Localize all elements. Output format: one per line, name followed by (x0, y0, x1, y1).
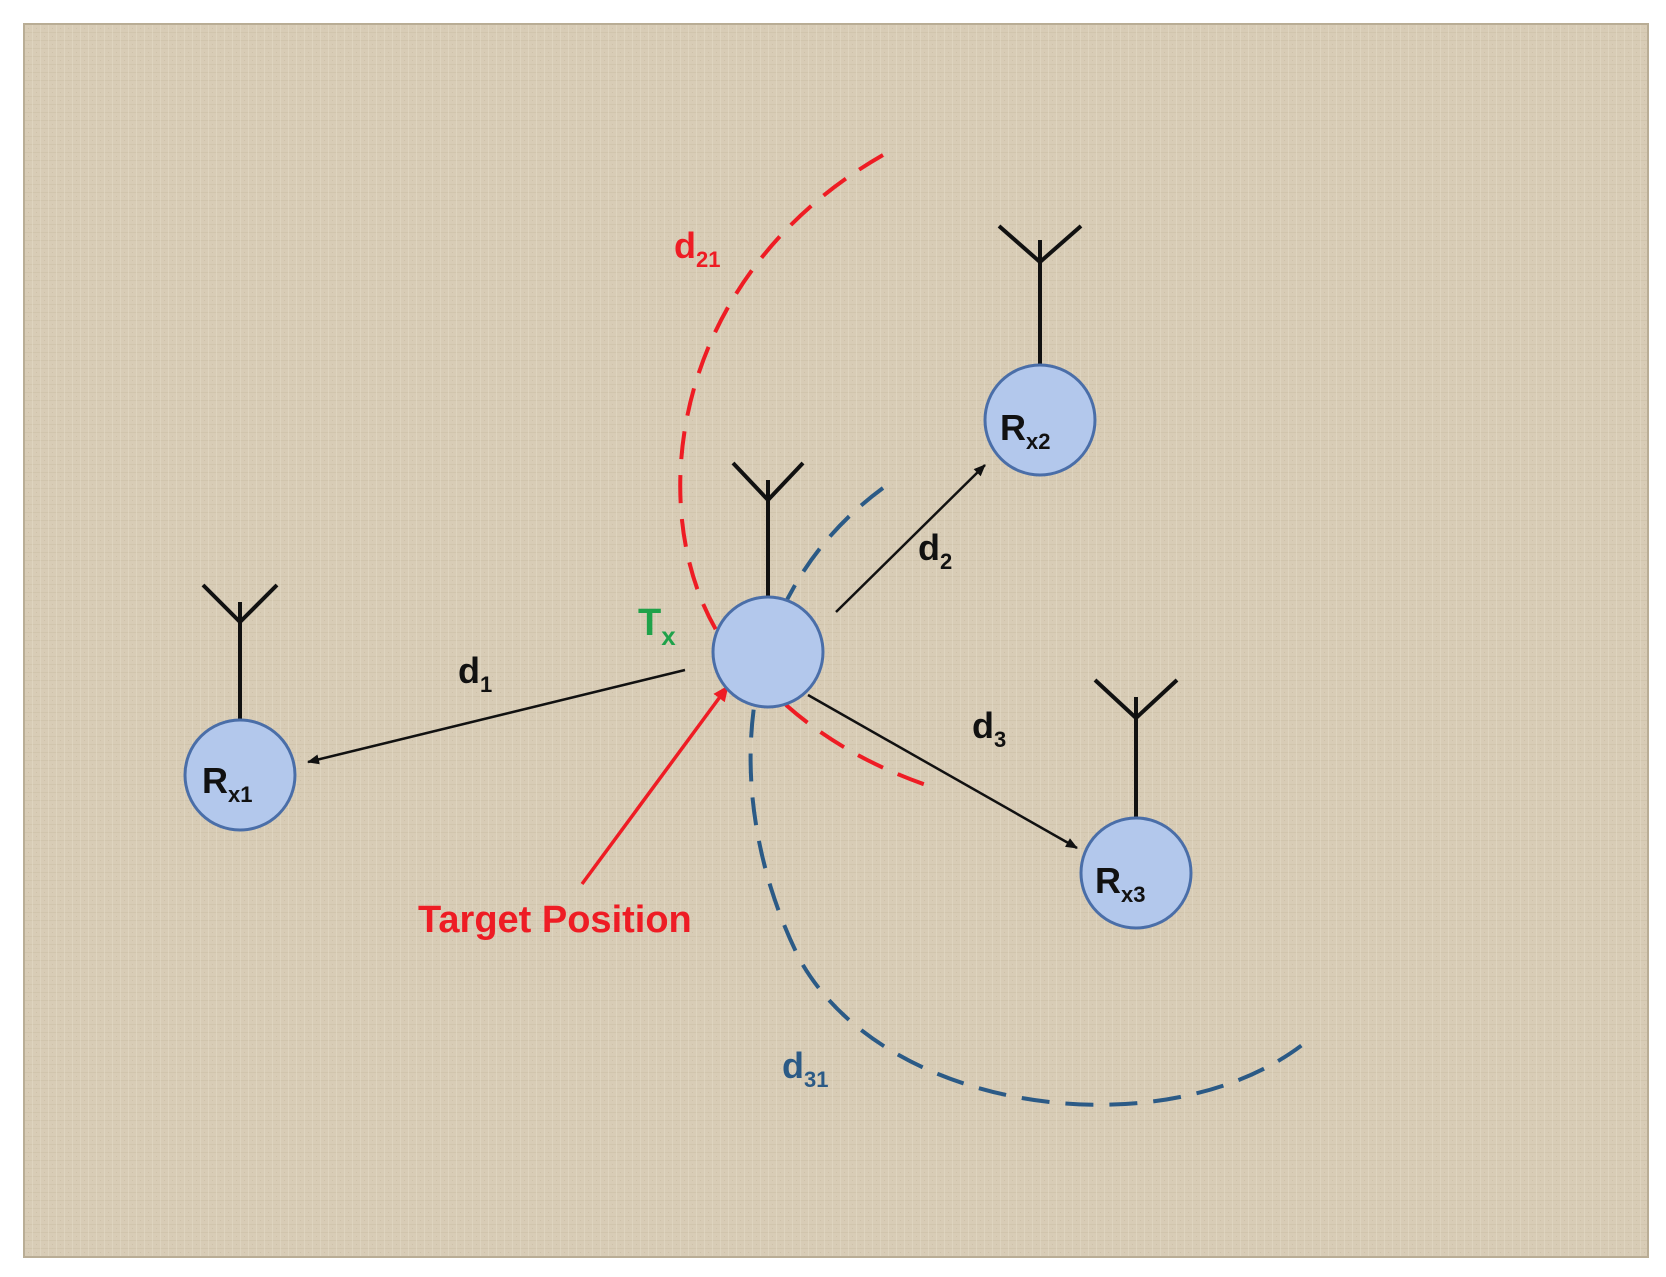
d3-label: d3 (972, 705, 1006, 752)
d2-arrow (835, 464, 986, 613)
rx3-node: Rx3 (1079, 678, 1193, 930)
rx1-label: Rx1 (202, 760, 252, 807)
background-panel (23, 23, 1649, 1258)
rx3-label: Rx3 (1095, 860, 1145, 907)
d1-label: d1 (458, 650, 492, 697)
d3-arrow (807, 693, 1078, 850)
rx2-antenna-icon (997, 224, 1083, 365)
d21-hyperbola-curve (678, 153, 936, 790)
d31-label: d31 (782, 1045, 828, 1092)
d2-label: d2 (918, 527, 952, 574)
rx3-antenna-icon (1093, 678, 1179, 820)
rx2-label: Rx2 (1000, 407, 1050, 454)
rx2-node: Rx2 (983, 224, 1097, 477)
rx1-node: Rx1 (183, 583, 297, 832)
tx-node (711, 461, 825, 709)
tx-label: Tx (638, 602, 676, 651)
d1-arrow (307, 668, 686, 765)
d21-label: d21 (674, 225, 720, 272)
d31-hyperbola-curve (748, 486, 1314, 1107)
rx1-antenna-icon (201, 583, 279, 720)
tx-antenna-icon (731, 461, 805, 598)
target-position-label: Target Position (418, 899, 692, 941)
target-position-arrow (580, 684, 730, 886)
